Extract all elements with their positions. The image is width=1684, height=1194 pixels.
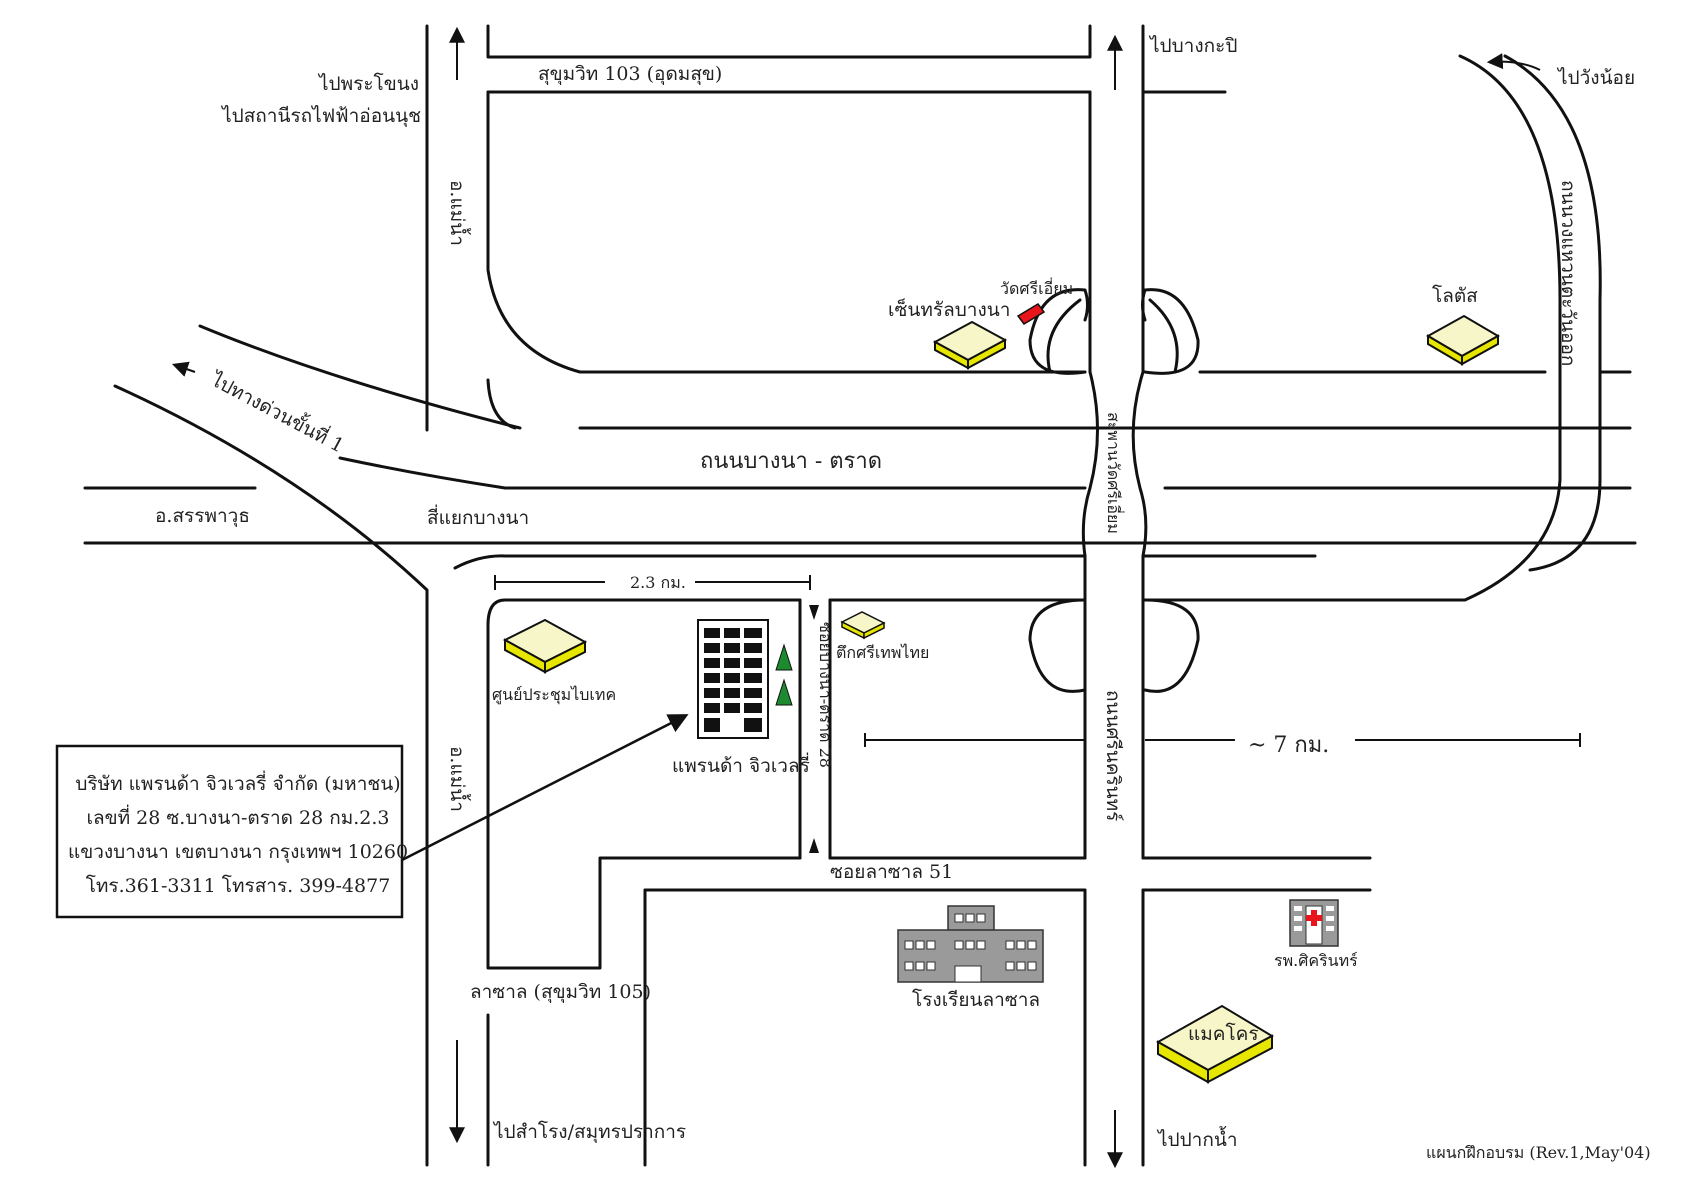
arrow-down-soi28 bbox=[809, 605, 819, 620]
address-line-1: บริษัท แพรนด้า จิวเวลรี่ จำกัด (มหาชน) bbox=[75, 770, 400, 795]
address-line-3: แขวงบางนา เขตบางนา กรุงเทพฯ 10260 bbox=[68, 841, 408, 864]
label-lasalle-school: โรงเรียนลาซาล bbox=[912, 988, 1040, 1011]
address-box bbox=[55, 744, 404, 919]
central-bangna-building bbox=[932, 320, 1008, 370]
bitec-building bbox=[502, 618, 588, 674]
road-network bbox=[83, 24, 1637, 1167]
label-to-bang-kapi: ไปบางกะปิ bbox=[1148, 35, 1237, 57]
address-line-4: โทร.361-3311 โทรสาร. 399-4877 bbox=[86, 874, 391, 897]
label-to-on-nut-station: ไปสถานีรถไฟฟ้าอ่อนนุช bbox=[220, 105, 421, 128]
label-lotus: โลตัส bbox=[1432, 284, 1478, 307]
label-sukhumvit-103: สุขุมวิท 103 (อุดมสุข) bbox=[538, 63, 722, 86]
label-bangna-intersection: สี่แยกบางนา bbox=[427, 504, 529, 529]
label-pranda-jewelry: แพรนด้า จิวเวลรี่ bbox=[672, 752, 810, 777]
label-wat-si-iam-bridge: สะพานวัดศรีเอี่ยม bbox=[1104, 412, 1125, 534]
label-distance-7: ~ 7 กม. bbox=[1248, 733, 1329, 758]
label-footer: แผนกฝึกอบรม (Rev.1,May'04) bbox=[1426, 1143, 1651, 1162]
address-text: บริษัท แพรนด้า จิวเวลรี่ จำกัด (มหาชน) เ… bbox=[68, 770, 408, 897]
hospital-icon bbox=[1289, 899, 1339, 947]
pranda-building-icon bbox=[697, 619, 769, 739]
arrow-expressway bbox=[171, 361, 196, 377]
label-to-phra-khanong: ไปพระโขนง bbox=[317, 72, 419, 95]
arrow-wangnoi bbox=[1486, 53, 1541, 71]
label-mae-nam-lower: อ.แม่น้ำ bbox=[446, 746, 471, 812]
label-wat-si-iam: วัดศรีเอี่ยม bbox=[1000, 277, 1073, 298]
label-to-wang-noi: ไปวังน้อย bbox=[1556, 67, 1635, 89]
label-sikarin-hospital: รพ.ศิครินทร์ bbox=[1274, 951, 1358, 970]
temple-icon bbox=[1016, 303, 1046, 325]
arrow-up-soi28 bbox=[809, 838, 819, 853]
makro-building bbox=[1155, 1004, 1275, 1084]
label-si-nakharin-road: ถนนศรีนครินทร์ bbox=[1102, 690, 1124, 821]
label-eastern-ring-road: ถนนวงแหวนตะวันออก bbox=[1557, 180, 1579, 366]
pointer-arrow-pranda bbox=[401, 714, 689, 862]
label-mae-nam-upper: อ.แม่น้ำ bbox=[446, 180, 471, 246]
direction-arrows bbox=[171, 26, 1581, 1169]
label-soi-lasalle-51: ซอยลาซาล 51 bbox=[830, 861, 953, 883]
label-lasalle-sukhumvit-105: ลาซาล (สุขุมวิท 105) bbox=[470, 981, 651, 1004]
label-soi-bangna-trat-28: ซอยบางนา-ตราด 28 bbox=[816, 622, 835, 768]
label-distance-2-3: 2.3 กม. bbox=[630, 573, 686, 592]
label-to-pak-nam: ไปปากน้ำ bbox=[1156, 1126, 1238, 1151]
label-central-bangna: เซ็นทรัลบางนา bbox=[888, 297, 1010, 321]
map-labels: ไปพระโขนง ไปสถานีรถไฟฟ้าอ่อนนุช สุขุมวิท… bbox=[155, 35, 1651, 1162]
label-bangna-trat-road: ถนนบางนา - ตราด bbox=[700, 449, 882, 474]
label-bitec: ศูนย์ประชุมไบเทค bbox=[492, 685, 616, 705]
label-to-samrong: ไปสำโรง/สมุทรปราการ bbox=[492, 1120, 686, 1144]
label-srithepthai-building: ตึกศรีเทพไทย bbox=[836, 643, 929, 662]
label-amphoe-samrong: อ.สรรพาวุธ bbox=[155, 505, 250, 528]
label-makro: แมคโคร bbox=[1188, 1022, 1259, 1045]
address-line-2: เลขที่ 28 ซ.บางนา-ตราด 28 กม.2.3 bbox=[86, 804, 389, 829]
srithepthai-building bbox=[840, 611, 886, 640]
tree-icon bbox=[775, 643, 793, 706]
school-building-icon bbox=[897, 905, 1044, 983]
lotus-building bbox=[1425, 314, 1501, 366]
